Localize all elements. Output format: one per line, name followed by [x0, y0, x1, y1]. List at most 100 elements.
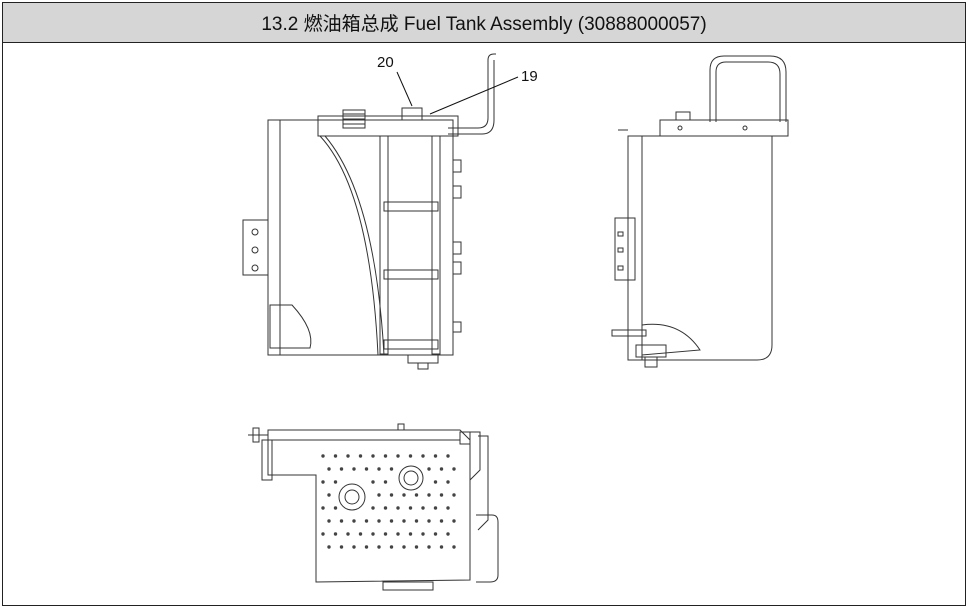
perforation-dot: [321, 454, 325, 458]
page-title-text: 13.2 燃油箱总成 Fuel Tank Assembly (308880000…: [261, 14, 707, 35]
perforation-dot: [433, 480, 438, 484]
side-view: [611, 55, 789, 368]
perforation-dot: [383, 480, 388, 484]
top-tank-outline: [267, 429, 471, 583]
perforation-dot: [377, 545, 381, 549]
ladder-rail-right: [431, 135, 441, 355]
perforation-dot: [402, 519, 406, 523]
bolt-hole: [251, 264, 259, 272]
perforation-dot: [321, 532, 325, 536]
perforation-dot: [446, 454, 450, 458]
perforation-dot: [383, 454, 388, 458]
perforation-dot: [433, 506, 438, 510]
perforation-dot: [352, 467, 356, 471]
grab-handle: [448, 53, 496, 129]
perforation-dot: [433, 454, 438, 458]
perforation-dot: [371, 480, 375, 484]
perforation-dot: [352, 519, 356, 523]
filler-neck: [338, 483, 366, 511]
perforation-dot: [333, 532, 338, 536]
perforation-dot: [421, 506, 425, 510]
side-tank-body: [627, 135, 773, 361]
perforation-dot: [446, 480, 450, 484]
perforation-dot: [414, 545, 419, 549]
perforation-dot: [421, 532, 425, 536]
perforation-dot: [339, 519, 344, 523]
perforation-dot: [389, 545, 394, 549]
perforation-dot: [396, 506, 400, 510]
perforation-dot: [321, 506, 325, 510]
perforation-dot: [327, 493, 331, 497]
perforation-dot: [452, 493, 456, 497]
perforation-dot: [339, 545, 344, 549]
perforation-dot: [396, 532, 400, 536]
top-plate: [317, 115, 459, 137]
perforation-dot: [446, 532, 450, 536]
tank-body: [267, 119, 454, 356]
perforation-dot: [396, 454, 400, 458]
perforation-dot: [327, 467, 331, 471]
perforation-dot: [389, 467, 394, 471]
perforation-dot: [364, 545, 369, 549]
bolt-hole: [251, 228, 259, 236]
perforation-dot: [439, 467, 444, 471]
perforation-dot: [427, 493, 431, 497]
perforation-dot: [439, 493, 444, 497]
bolt-hole: [251, 246, 259, 254]
perforation-dot: [333, 506, 338, 510]
perforation-dot: [352, 545, 356, 549]
perforation-dot: [333, 480, 338, 484]
perforation-dot: [333, 454, 338, 458]
perforation-dot: [371, 532, 375, 536]
perforation-dot: [358, 532, 363, 536]
perforation-dot: [321, 480, 325, 484]
perforation-dot: [364, 467, 369, 471]
perforation-dot: [339, 467, 344, 471]
perforation-dot: [389, 519, 394, 523]
fuel-sensor: [401, 107, 423, 121]
perforation-dot: [414, 493, 419, 497]
perforation-dot: [408, 506, 413, 510]
perforation-dot: [346, 454, 350, 458]
callout-label-19: 19: [521, 68, 538, 85]
side-bracket: [614, 217, 636, 281]
top-handle: [477, 435, 489, 531]
perforation-dot: [364, 519, 369, 523]
perforation-dot: [371, 454, 375, 458]
perforation-dot: [327, 519, 331, 523]
perforation-dot: [383, 532, 388, 536]
perforation-dot: [346, 532, 350, 536]
perforation-dot: [414, 519, 419, 523]
perforation-dot: [427, 467, 431, 471]
perforation-pattern: [321, 454, 456, 549]
callout-label-20: 20: [377, 54, 394, 71]
top-step: [382, 581, 434, 591]
ladder-step: [383, 201, 439, 212]
perforation-dot: [452, 519, 456, 523]
top-view: [248, 423, 499, 591]
ladder-step: [383, 269, 439, 280]
perforation-dot: [408, 532, 413, 536]
side-lower-cover: [641, 323, 701, 356]
tank-curve: [319, 135, 379, 356]
perforation-dot: [377, 519, 381, 523]
perforation-dot: [402, 545, 406, 549]
perforation-dot: [402, 493, 406, 497]
perforation-dot: [408, 454, 413, 458]
sensor-port: [398, 465, 424, 491]
perforation-dot: [427, 519, 431, 523]
perforation-dot: [452, 467, 456, 471]
side-grab-handle: [709, 55, 787, 122]
front-view: [242, 53, 519, 370]
callout-leader-19: [429, 76, 519, 115]
perforation-dot: [421, 454, 425, 458]
perforation-dot: [433, 532, 438, 536]
ladder-rail-left: [379, 135, 389, 355]
top-handle-grip: [476, 514, 499, 583]
side-top-plate: [659, 119, 789, 137]
perforation-dot: [427, 545, 431, 549]
perforation-dot: [327, 545, 331, 549]
perforation-dot: [446, 506, 450, 510]
